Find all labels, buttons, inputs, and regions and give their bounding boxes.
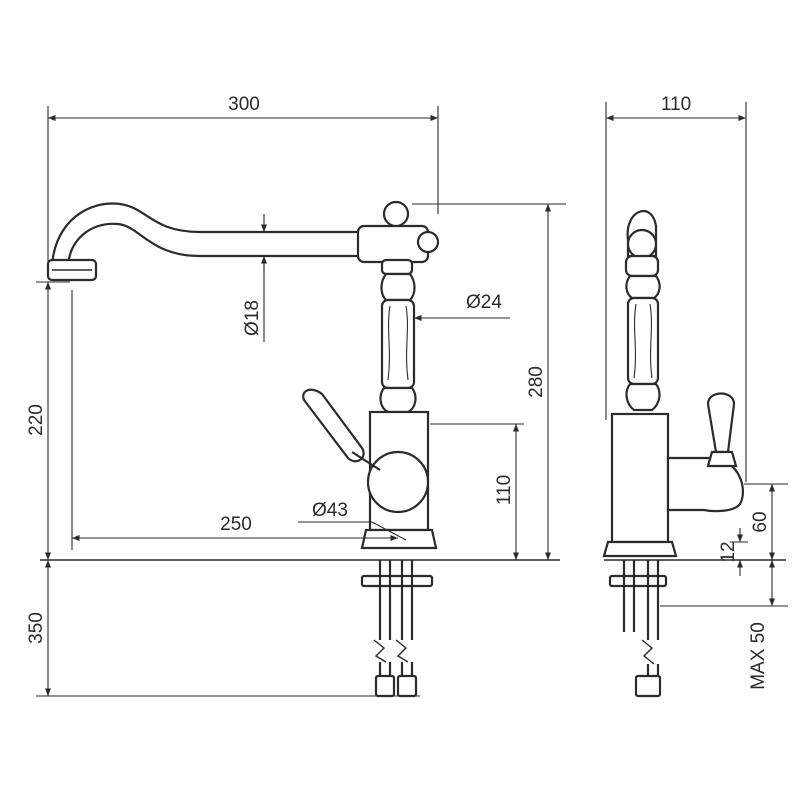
body-column (379, 272, 417, 414)
dim-spout-height: 220 (26, 404, 47, 436)
dim-side-depth: 110 (661, 94, 691, 115)
dim-reach: 250 (220, 514, 252, 535)
front-view: 300 Ø18 Ø24 220 280 110 Ø43 250 350 (26, 94, 566, 698)
dim-base-diameter: Ø43 (312, 500, 348, 521)
dim-lever-height: 110 (494, 475, 515, 505)
dim-body-diameter: Ø24 (466, 292, 502, 313)
side-view: 110 60 12 MAX 50 (602, 94, 788, 698)
spout (46, 202, 360, 282)
dim-spout-diameter: Ø18 (242, 300, 263, 336)
supply-pipes (360, 560, 434, 698)
dim-total-height: 280 (526, 366, 547, 398)
dim-overall-width: 300 (228, 94, 260, 115)
dim-side-height-60: 60 (750, 511, 771, 532)
dim-side-height-12: 12 (718, 541, 739, 562)
dim-below-deck: 350 (26, 612, 47, 644)
dim-side-max-deck: MAX 50 (748, 622, 769, 690)
lever-handle (302, 388, 381, 471)
valve-body (360, 410, 438, 550)
